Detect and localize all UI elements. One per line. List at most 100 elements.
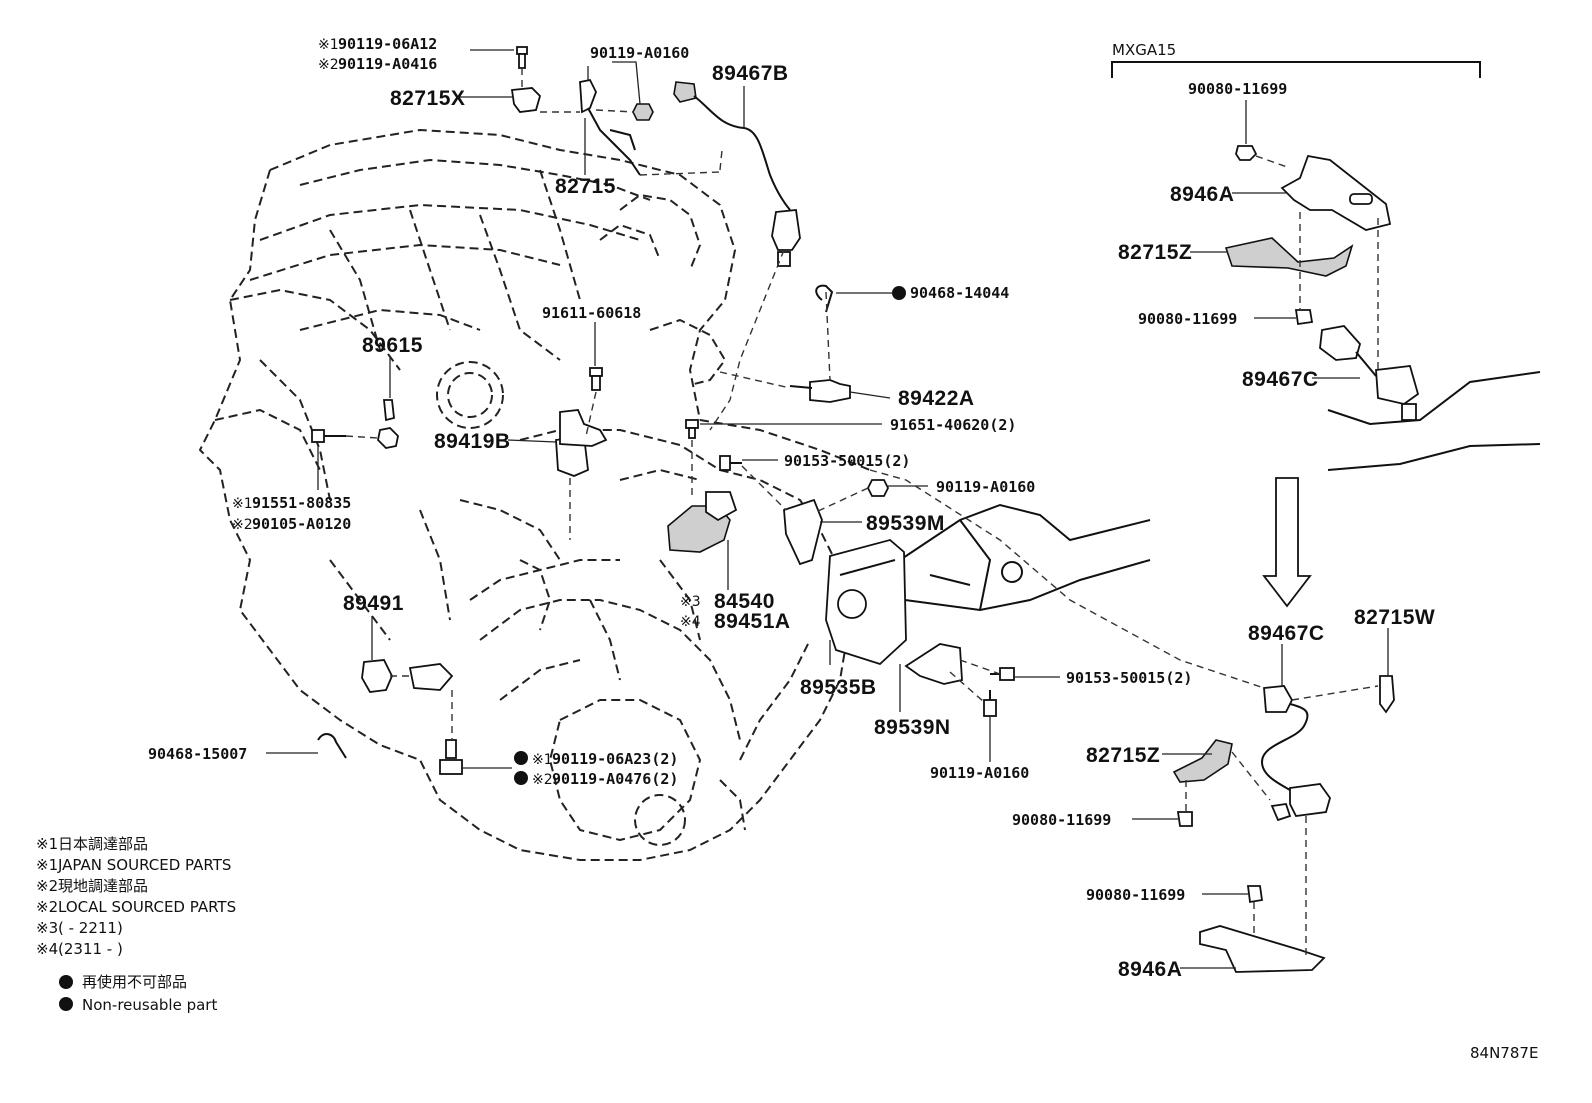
diagram-code: 84N787E xyxy=(1470,1044,1538,1062)
label-82715W: 82715W xyxy=(1354,606,1435,629)
mark-1b: ※1 xyxy=(232,496,253,512)
label-89467C-bot: 89467C xyxy=(1248,622,1325,645)
sensor-89491 xyxy=(361,659,454,693)
label-90119-A0160-bot: 90119-A0160 xyxy=(930,764,1029,782)
label-89491: 89491 xyxy=(343,592,404,615)
legend-bullet-text-0: 再使用不可部品 xyxy=(82,973,187,991)
label-90119-A0476: 90119-A0476(2) xyxy=(552,770,678,788)
hose-clip-90468-14044 xyxy=(815,284,834,313)
nut-90119-A0160-top xyxy=(632,103,654,121)
legend-dot-2 xyxy=(59,997,73,1011)
knock-sensor-89615 xyxy=(377,399,399,449)
label-89419B: 89419B xyxy=(434,430,511,453)
legend-mark-0: ※1 xyxy=(36,835,58,853)
label-90119-06A12: 90119-06A12 xyxy=(338,35,437,53)
bolt-90153-50015-b xyxy=(990,667,1015,681)
label-90080-11699-c: 90080-11699 xyxy=(1012,811,1111,829)
legend-mark-1: ※1 xyxy=(36,856,58,874)
label-89539N: 89539N xyxy=(874,716,951,739)
label-89422A: 89422A xyxy=(898,387,975,410)
label-89535B: 89535B xyxy=(800,676,877,699)
legend-mark-3: ※2 xyxy=(36,898,58,916)
label-90080-11699-b: 90080-11699 xyxy=(1138,310,1237,328)
nonreusable-dot-1 xyxy=(892,286,906,300)
bolt-90119-A0160-bot xyxy=(983,690,997,717)
label-90080-11699-a: 90080-11699 xyxy=(1188,80,1287,98)
label-91611-60618: 91611-60618 xyxy=(542,304,641,322)
label-8946A-top: 8946A xyxy=(1170,183,1234,206)
label-90080-11699-d: 90080-11699 xyxy=(1086,886,1185,904)
model-label: MXGA15 xyxy=(1112,41,1176,59)
bracket-89539M xyxy=(783,498,823,566)
legend-text-3: LOCAL SOURCED PARTS xyxy=(58,898,236,916)
mark-3: ※3 xyxy=(680,594,701,610)
label-90119-A0416: 90119-A0416 xyxy=(338,55,437,73)
legend-mark-5: ※4 xyxy=(36,940,58,958)
label-90468-14044: 90468-14044 xyxy=(910,284,1009,302)
label-91551-80835: 91551-80835 xyxy=(252,494,351,512)
inset-top-parts xyxy=(1190,100,1541,471)
inset-bracket xyxy=(1111,61,1481,78)
legend-bullet-text-1: Non-reusable part xyxy=(82,996,217,1014)
label-90119-06A23: 90119-06A23(2) xyxy=(552,750,678,768)
label-90153-50015-b: 90153-50015(2) xyxy=(1066,669,1192,687)
legend: ※1 日本調達部品 ※1 JAPAN SOURCED PARTS ※2 現地調達… xyxy=(36,835,236,1014)
mark-2a: ※2 xyxy=(318,57,339,73)
bolt-90119-06A12 xyxy=(516,46,528,69)
label-89615: 89615 xyxy=(362,334,423,357)
label-82715Z-bot: 82715Z xyxy=(1086,744,1160,767)
engine-outline xyxy=(199,129,871,861)
assembly-lines xyxy=(345,68,1271,740)
bolt-90153-50015-a xyxy=(719,455,742,471)
ecu-89535B xyxy=(825,539,907,666)
leader-lines xyxy=(266,49,1060,769)
label-90153-50015-a: 90153-50015(2) xyxy=(784,452,910,470)
wire-bracket-82715 xyxy=(579,78,641,176)
label-90119-A0160-mid: 90119-A0160 xyxy=(936,478,1035,496)
speed-sensor-89422A xyxy=(789,379,851,403)
legend-mark-2: ※2 xyxy=(36,877,58,895)
legend-text-0: 日本調達部品 xyxy=(58,835,148,853)
inset-labels: MXGA15 90080-11699 8946A 82715Z 90080-11… xyxy=(1012,41,1435,981)
legend-dot-1 xyxy=(59,975,73,989)
sensor-89467B xyxy=(673,81,801,267)
nut-90119-A0160-mid xyxy=(866,479,890,497)
switch-84540 xyxy=(667,491,738,553)
label-82715: 82715 xyxy=(555,175,616,198)
mark-4: ※4 xyxy=(680,614,701,630)
bracket-82715X xyxy=(510,87,542,113)
legend-text-1: JAPAN SOURCED PARTS xyxy=(57,856,231,874)
label-90119-A0160-top: 90119-A0160 xyxy=(590,44,689,62)
label-8946A-bot: 8946A xyxy=(1118,958,1182,981)
mark-2c: ※2 xyxy=(532,772,553,788)
label-90468-15007: 90468-15007 xyxy=(148,745,247,763)
legend-text-2: 現地調達部品 xyxy=(58,877,148,895)
legend-mark-4: ※3 xyxy=(36,919,58,937)
bracket-89539N xyxy=(904,643,963,685)
label-89467C-top: 89467C xyxy=(1242,368,1319,391)
bolt-91651-40620 xyxy=(685,419,699,439)
label-84540: 84540 xyxy=(714,590,775,613)
label-89451A: 89451A xyxy=(714,610,791,633)
label-82715Z-top: 82715Z xyxy=(1118,241,1192,264)
legend-text-5: (2311 - ) xyxy=(58,940,123,958)
label-82715X: 82715X xyxy=(390,87,465,110)
label-89467B: 89467B xyxy=(712,62,789,85)
label-91651-40620: 91651-40620(2) xyxy=(890,416,1016,434)
label-89539M: 89539M xyxy=(866,512,945,535)
driveshaft xyxy=(899,503,1151,612)
nonreusable-dot-2 xyxy=(514,751,528,765)
bolt-91611-60618 xyxy=(589,367,603,391)
mark-2b: ※2 xyxy=(232,517,253,533)
bolts-90119-06A23 xyxy=(439,739,463,775)
clip-90468-15007 xyxy=(317,733,347,759)
legend-text-4: ( - 2211) xyxy=(58,919,123,937)
mark-1c: ※1 xyxy=(532,752,553,768)
down-arrow-icon xyxy=(1262,477,1312,608)
inset-bottom-parts xyxy=(1132,628,1395,973)
stud-bolt-91551-80835 xyxy=(311,429,346,443)
mark-1a: ※1 xyxy=(318,37,339,53)
nonreusable-dot-3 xyxy=(514,771,528,785)
